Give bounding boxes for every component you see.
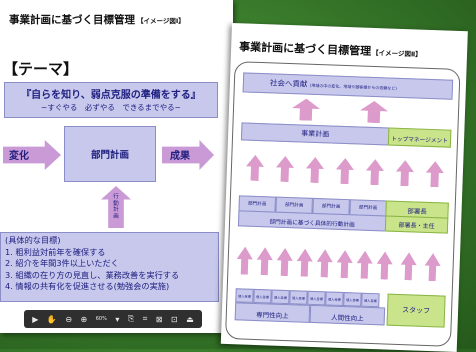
fullscreen-icon[interactable]: ⊡ xyxy=(170,314,178,324)
up-arrow xyxy=(336,250,353,279)
slogan-box: 『自らを知り、弱点克服の準備をする』 ~すぐやる 必ずやる できるまでやる~ xyxy=(4,82,218,118)
up-arrow xyxy=(356,251,373,280)
diagram-frame: 社会へ貢献 (地域の中の変化、地域や御客様からの信頼など) 事業計画 トップマネ… xyxy=(224,61,461,347)
fit-page-icon[interactable]: ⊠ xyxy=(155,314,163,324)
fit-width-icon[interactable]: ⌗ xyxy=(142,314,148,323)
personal-goal-cell: 個人目標 xyxy=(307,290,326,306)
slogan-sub: ~すぐやる 必ずやる できるまでやる~ xyxy=(41,103,181,112)
slide-title: 事業計画に基づく目標管理【イメージ図Ⅰ】 xyxy=(9,14,185,26)
action-plan-arrow: 行動計画 xyxy=(101,186,131,228)
society-box: 社会へ貢献 (地域の中の変化、地域や御客様からの信頼など) xyxy=(242,72,454,100)
theme-heading: 【テーマ】 xyxy=(3,60,79,78)
up-arrow xyxy=(296,248,313,277)
up-arrow xyxy=(256,247,273,276)
personal-goal-cell: 個人目標 xyxy=(325,291,344,307)
up-arrow xyxy=(400,252,417,281)
up-arrow xyxy=(425,161,444,188)
up-arrow xyxy=(276,248,293,277)
result-arrow: 成果 xyxy=(162,140,214,170)
up-arrow xyxy=(236,246,253,275)
slide-image-2: 事業計画に基づく目標管理【イメージ図Ⅱ】 社会へ貢献 (地域の中の変化、地域や御… xyxy=(220,23,468,352)
slide-image-1: 事業計画に基づく目標管理【イメージ図Ⅰ】 【テーマ】 『自らを知り、弱点克服の準… xyxy=(0,0,233,333)
up-arrow xyxy=(246,155,265,182)
personal-goal-cell: 個人目標 xyxy=(343,292,362,307)
select-tool-icon[interactable]: ▶ xyxy=(32,314,39,324)
up-arrow xyxy=(292,98,321,121)
human-growth-box: 人間性向上 xyxy=(309,304,386,326)
goal-item: 4. 情報の共有化を促進させる(勉強会の実施) xyxy=(5,281,170,291)
up-arrow xyxy=(335,158,354,185)
zoom-dropdown-icon[interactable]: ▾ xyxy=(115,314,120,324)
pdf-toolbar: ▶ ✋ ⊖ ⊕ 60% ▾ ⎘ ⌗ ⊠ ⊡ ⏏ xyxy=(24,310,202,328)
goal-item: 1. 粗利益対前年を確保する xyxy=(5,246,106,257)
slide-title: 事業計画に基づく目標管理【イメージ図Ⅱ】 xyxy=(238,40,422,59)
business-plan-box: 事業計画 xyxy=(240,122,390,146)
personal-goal-cell: 個人目標 xyxy=(253,288,272,304)
up-arrow xyxy=(360,101,389,124)
goal-item: 3. 組織の在り方の見直し、業務改善を実行する xyxy=(5,269,180,280)
zoom-out-icon[interactable]: ⊖ xyxy=(65,314,73,324)
personal-goal-cell: 個人目標 xyxy=(289,290,308,305)
zoom-in-icon[interactable]: ⊕ xyxy=(80,314,88,324)
dept-plan-box: 部門計画 xyxy=(64,126,156,182)
goal-item: 2. 紹介を年間3件以上いただく xyxy=(5,258,119,268)
professional-growth-box: 専門性向上 xyxy=(234,302,311,323)
zoom-level[interactable]: 60% xyxy=(95,316,107,322)
goals-heading: (具体的な目標) xyxy=(5,235,61,245)
personal-goal-cell: 個人目標 xyxy=(235,288,254,303)
staff-box: スタッフ xyxy=(386,293,446,328)
up-arrow xyxy=(305,157,324,184)
up-arrow xyxy=(316,249,333,278)
personal-goal-cell: 個人目標 xyxy=(271,289,290,305)
download-icon[interactable]: ⏏ xyxy=(186,314,194,324)
up-arrow xyxy=(376,251,393,280)
up-arrow xyxy=(365,159,384,186)
personal-goal-cell: 個人目標 xyxy=(361,292,380,308)
up-arrow xyxy=(275,156,294,183)
slogan-main: 『自らを知り、弱点克服の準備をする』 xyxy=(21,90,201,101)
dept-head-chief-box: 部署長・主任 xyxy=(384,215,449,234)
goals-box: (具体的な目標) 1. 粗利益対前年を確保する 2. 紹介を年間3件以上いただく… xyxy=(0,232,219,302)
change-arrow: 変化 xyxy=(3,140,61,170)
hand-tool-icon[interactable]: ✋ xyxy=(46,314,57,324)
up-arrow xyxy=(395,160,414,187)
copy-icon[interactable]: ⎘ xyxy=(127,314,135,323)
top-management-box: トップマネージメント xyxy=(387,127,452,148)
up-arrow xyxy=(424,253,441,282)
